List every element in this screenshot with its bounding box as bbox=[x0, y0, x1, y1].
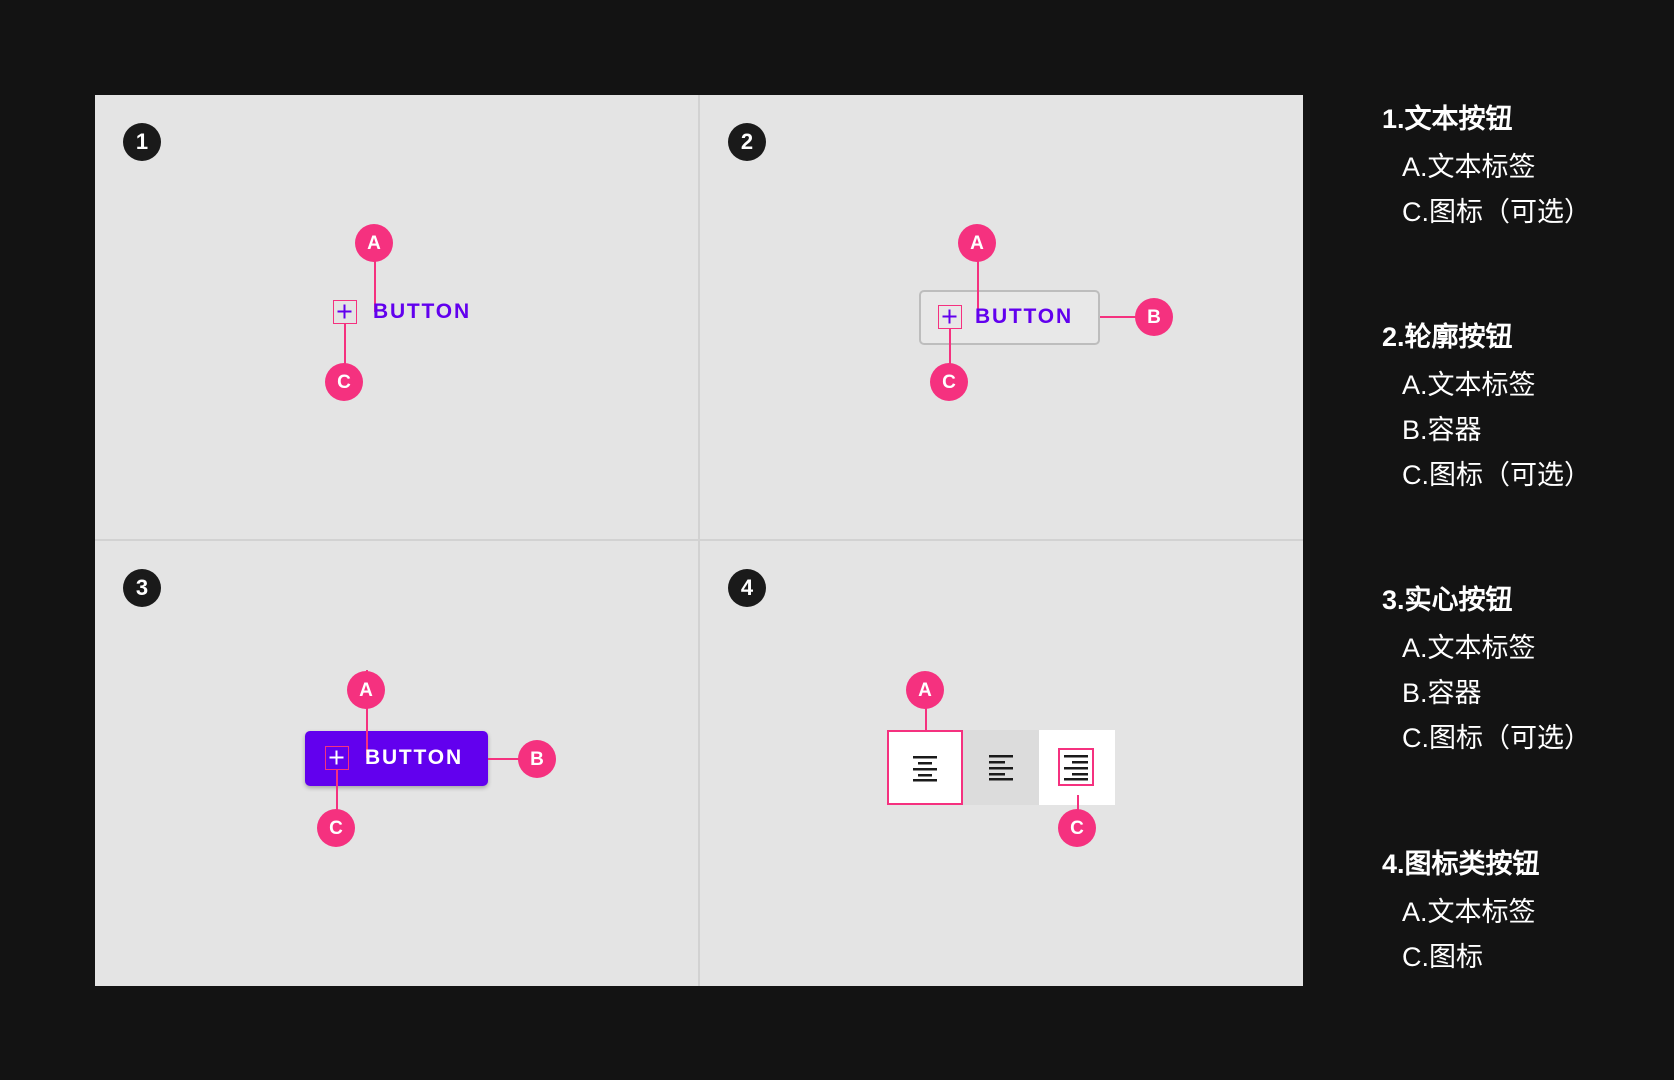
legend-text-button: 1.文本按钮 A.文本标签 C.图标（可选） bbox=[1382, 102, 1591, 240]
marker-b-leader-line bbox=[1100, 316, 1136, 318]
marker-a: A bbox=[347, 671, 385, 709]
legend-item: C.图标（可选） bbox=[1402, 460, 1591, 490]
button-label[interactable]: BUTTON bbox=[975, 305, 1073, 328]
legend-item: A.文本标签 bbox=[1402, 152, 1536, 182]
legend-item: C.图标（可选） bbox=[1402, 197, 1591, 227]
marker-a-leader-line bbox=[366, 670, 368, 758]
plus-icon bbox=[938, 305, 962, 329]
marker-b-leader-line bbox=[488, 758, 521, 760]
button-label[interactable]: BUTTON bbox=[373, 300, 471, 323]
plus-icon bbox=[333, 300, 357, 324]
legend-contained-button: 3.实心按钮 A.文本标签 B.容器 C.图标（可选） bbox=[1382, 583, 1591, 766]
marker-a-leader-line bbox=[374, 242, 376, 312]
legend-title: 3.实心按钮 bbox=[1382, 585, 1513, 615]
legend-item: C.图标 bbox=[1402, 942, 1483, 972]
horizontal-divider bbox=[95, 539, 1303, 541]
marker-c: C bbox=[325, 363, 363, 401]
legend-item: A.文本标签 bbox=[1402, 633, 1536, 663]
marker-a: A bbox=[906, 671, 944, 709]
legend-title: 2.轮廓按钮 bbox=[1382, 322, 1513, 352]
marker-c: C bbox=[930, 363, 968, 401]
marker-a: A bbox=[958, 224, 996, 262]
quadrant-number-badge: 3 bbox=[123, 569, 161, 607]
marker-a-leader-line bbox=[977, 242, 979, 312]
legend-item: A.文本标签 bbox=[1402, 897, 1536, 927]
legend-item: B.容器 bbox=[1402, 678, 1482, 708]
quadrant-text-button: 1 A BUTTON C bbox=[95, 95, 698, 539]
quadrant-number-badge: 4 bbox=[728, 569, 766, 607]
diagram-panel: 1 A BUTTON C 2 A BUTTON B C 3 A BUTTON bbox=[95, 95, 1303, 986]
marker-b: B bbox=[1135, 298, 1173, 336]
align-left-toggle[interactable] bbox=[963, 730, 1039, 805]
marker-b: B bbox=[518, 740, 556, 778]
quadrant-outlined-button: 2 A BUTTON B C bbox=[700, 95, 1303, 539]
align-right-toggle[interactable] bbox=[1039, 730, 1115, 805]
marker-c-leader-line bbox=[336, 770, 338, 812]
plus-icon bbox=[325, 746, 349, 770]
icon-highlight-box bbox=[1058, 748, 1094, 786]
marker-c-leader-line bbox=[344, 324, 346, 364]
marker-c-leader-line bbox=[949, 329, 951, 365]
align-center-toggle[interactable] bbox=[887, 730, 963, 805]
legend-item: B.容器 bbox=[1402, 415, 1482, 445]
marker-c: C bbox=[1058, 809, 1096, 847]
align-left-icon bbox=[989, 755, 1013, 781]
legend-outlined-button: 2.轮廓按钮 A.文本标签 B.容器 C.图标（可选） bbox=[1382, 320, 1591, 503]
legend-title: 1.文本按钮 bbox=[1382, 104, 1513, 134]
quadrant-number-badge: 2 bbox=[728, 123, 766, 161]
legend-title: 4.图标类按钮 bbox=[1382, 849, 1540, 879]
marker-c: C bbox=[317, 809, 355, 847]
quadrant-number-badge: 1 bbox=[123, 123, 161, 161]
marker-c-leader-line bbox=[1077, 795, 1079, 811]
legend-icon-button: 4.图标类按钮 A.文本标签 C.图标 bbox=[1382, 847, 1540, 985]
align-center-icon bbox=[913, 756, 937, 782]
marker-a-leader-line bbox=[925, 689, 927, 731]
align-right-icon bbox=[1064, 755, 1088, 781]
legend-item: A.文本标签 bbox=[1402, 370, 1536, 400]
quadrant-icon-button: 4 A bbox=[700, 541, 1303, 986]
marker-a: A bbox=[355, 224, 393, 262]
quadrant-contained-button: 3 A BUTTON B C bbox=[95, 541, 698, 986]
button-label[interactable]: BUTTON bbox=[365, 746, 463, 769]
legend-item: C.图标（可选） bbox=[1402, 723, 1591, 753]
